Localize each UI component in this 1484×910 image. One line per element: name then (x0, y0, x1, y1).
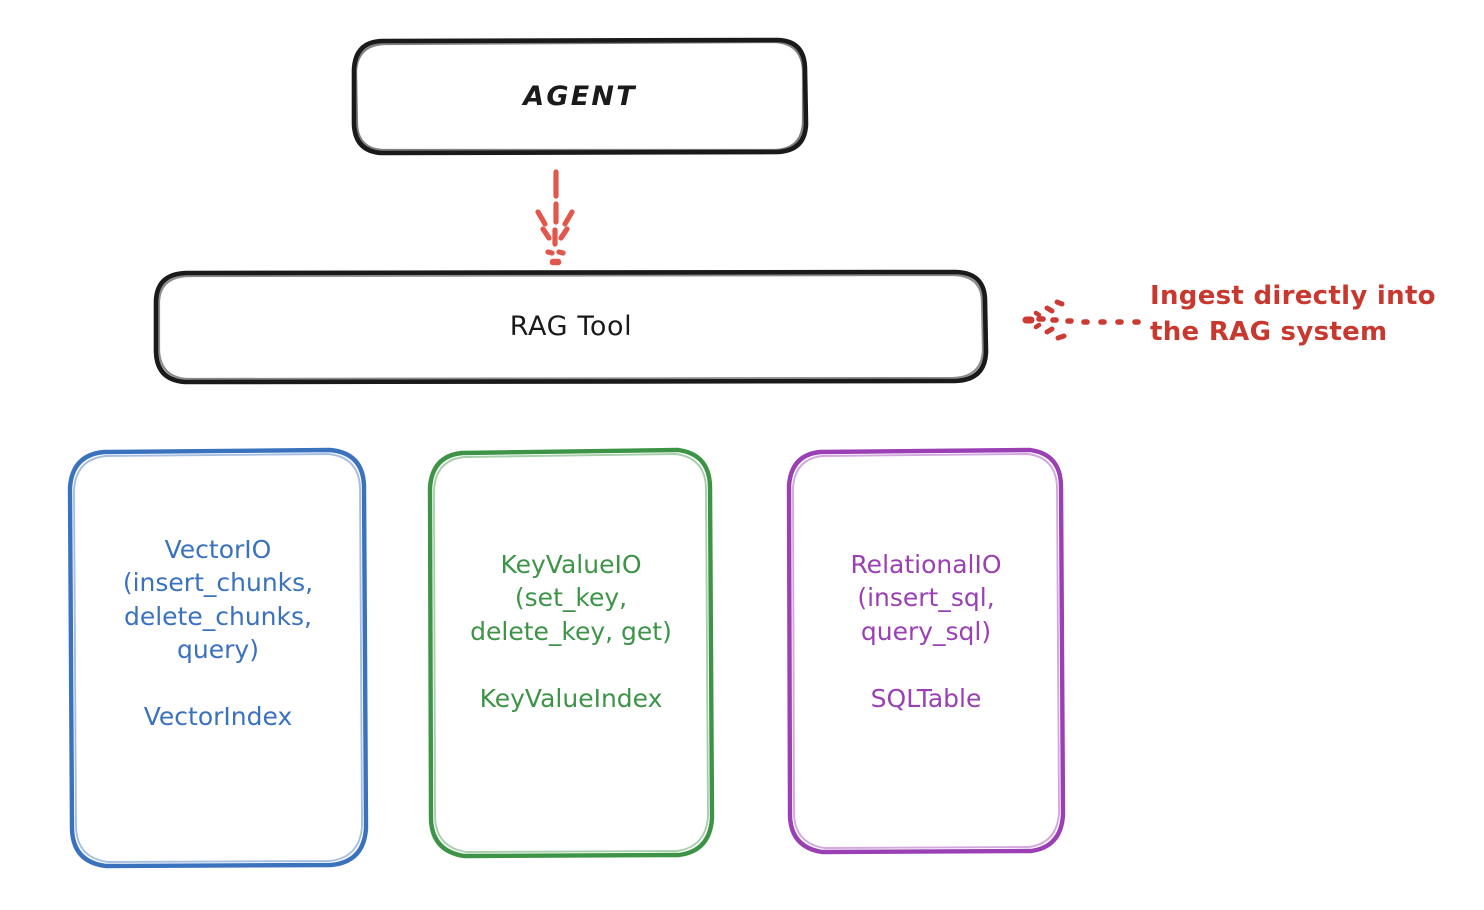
relational-io-api-label: RelationalIO (insert_sql, query_sql) (850, 550, 1002, 646)
key-value-io-api-label: KeyValueIO (set_key, delete_key, get) (470, 550, 672, 646)
rag-tool-label: RAG Tool (509, 311, 633, 343)
relational-io-text-group: RelationalIO (insert_sql, query_sql) SQL… (790, 548, 1062, 715)
ingest-annotation-text: Ingest directly into the RAG system (1150, 281, 1436, 348)
key-value-index-label: KeyValueIndex (479, 683, 663, 713)
vector-index-label: VectorIndex (143, 702, 293, 731)
agent-label: AGENT (523, 80, 637, 112)
vector-io-text-group: VectorIO (insert_chunks, delete_chunks, … (72, 533, 364, 733)
sql-table-label: SQLTable (870, 683, 982, 713)
key-value-io-text-group: KeyValueIO (set_key, delete_key, get) Ke… (432, 548, 710, 715)
ingest-arrow (1022, 299, 1141, 341)
vector-io-api-label: VectorIO (insert_chunks, delete_chunks, … (122, 535, 314, 664)
agent-to-rag-arrow (535, 169, 575, 266)
